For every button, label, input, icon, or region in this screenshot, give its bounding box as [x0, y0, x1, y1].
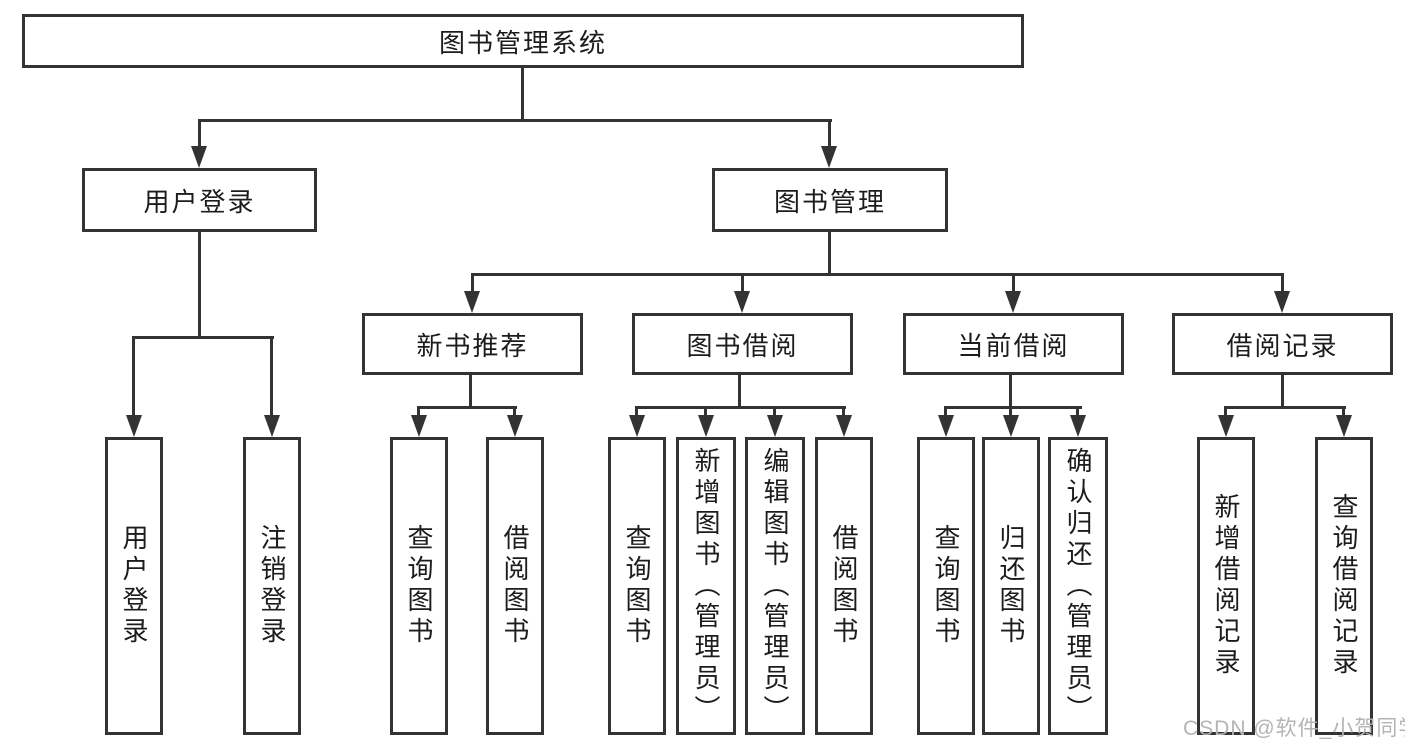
connector-stem-login-leaf2: [270, 336, 273, 417]
node-borrow-records: 借阅记录: [1172, 313, 1393, 375]
connector-mgmt-trunk: [828, 232, 831, 273]
leaf-rec-query-book: 查询图书: [390, 437, 448, 735]
node-current-borrow-label: 当前借阅: [957, 330, 1070, 361]
node-book-mgmt: 图书管理: [712, 168, 948, 232]
watermark: CSDN @软件_小贺同学: [1183, 717, 1405, 740]
arrowhead-icon: [126, 415, 142, 437]
connector-root-trunk: [521, 67, 524, 119]
connector-stem-bor-leaf4: [842, 406, 845, 417]
connector-mgmt-branch: [471, 273, 1284, 276]
leaf-bor-add-book-admin: 新增图书（管理员）: [676, 437, 736, 735]
connector-stem-borrow: [741, 273, 744, 293]
connector-borrow-branch: [635, 406, 846, 409]
connector-recommend-branch: [417, 406, 517, 409]
leaf-cur-query-book: 查询图书: [917, 437, 975, 735]
connector-stem-bor-leaf1: [635, 406, 638, 417]
connector-current-branch: [944, 406, 1082, 409]
connector-stem-login-leaf1: [132, 336, 135, 417]
leaf-rcd-add-record-label: 新增借阅记录: [1211, 493, 1241, 679]
connector-stem-recommend: [471, 273, 474, 293]
node-root: 图书管理系统: [22, 14, 1024, 68]
connector-stem-rcd-leaf2: [1342, 406, 1345, 417]
leaf-cur-confirm-return-admin: 确认归还（管理员）: [1048, 437, 1108, 735]
arrowhead-icon: [264, 415, 280, 437]
connector-login-branch: [132, 336, 274, 339]
connector-stem-rec-leaf1: [417, 406, 420, 417]
arrowhead-icon: [507, 415, 523, 437]
arrowhead-icon: [1070, 415, 1086, 437]
leaf-user-login-label: 用户登录: [119, 524, 149, 648]
connector-stem-cur-leaf2: [1009, 406, 1012, 417]
connector-records-trunk: [1281, 375, 1284, 406]
node-new-book-recommend-label: 新书推荐: [416, 330, 529, 361]
connector-recommend-trunk: [469, 375, 472, 406]
node-borrow-records-label: 借阅记录: [1226, 330, 1339, 361]
connector-stem-user-login: [198, 119, 201, 148]
arrowhead-icon: [629, 415, 645, 437]
leaf-rec-borrow-book-label: 借阅图书: [500, 524, 530, 648]
leaf-rcd-add-record: 新增借阅记录: [1197, 437, 1255, 735]
connector-root-branch: [198, 119, 832, 122]
connector-stem-bor-leaf3: [773, 406, 776, 417]
leaf-cur-query-book-label: 查询图书: [931, 524, 961, 648]
arrowhead-icon: [698, 415, 714, 437]
connector-stem-cur-leaf3: [1076, 406, 1079, 417]
connector-borrow-trunk: [738, 375, 741, 406]
arrowhead-icon: [836, 415, 852, 437]
node-book-borrow: 图书借阅: [632, 313, 853, 375]
connector-records-branch: [1224, 406, 1346, 409]
arrowhead-icon: [464, 291, 480, 313]
node-user-login: 用户登录: [82, 168, 317, 232]
arrowhead-icon: [1274, 291, 1290, 313]
node-new-book-recommend: 新书推荐: [362, 313, 583, 375]
arrowhead-icon: [821, 146, 837, 168]
connector-stem-book-mgmt: [828, 119, 831, 148]
leaf-bor-borrow-book-label: 借阅图书: [829, 524, 859, 648]
leaf-cur-return-book: 归还图书: [982, 437, 1040, 735]
connector-stem-bor-leaf2: [704, 406, 707, 417]
leaf-bor-query-book-label: 查询图书: [622, 524, 652, 648]
leaf-rcd-query-record: 查询借阅记录: [1315, 437, 1373, 735]
node-book-borrow-label: 图书借阅: [686, 330, 799, 361]
connector-stem-current: [1012, 273, 1015, 293]
arrowhead-icon: [411, 415, 427, 437]
arrowhead-icon: [1005, 291, 1021, 313]
arrowhead-icon: [1003, 415, 1019, 437]
leaf-rec-borrow-book: 借阅图书: [486, 437, 544, 735]
connector-stem-rec-leaf2: [513, 406, 516, 417]
connector-current-trunk: [1009, 375, 1012, 406]
node-root-label: 图书管理系统: [438, 27, 607, 58]
connector-stem-rcd-leaf1: [1224, 406, 1227, 417]
leaf-bor-borrow-book: 借阅图书: [815, 437, 873, 735]
arrowhead-icon: [1218, 415, 1234, 437]
leaf-rec-query-book-label: 查询图书: [404, 524, 434, 648]
node-book-mgmt-label: 图书管理: [773, 186, 886, 217]
leaf-logout: 注销登录: [243, 437, 301, 735]
arrowhead-icon: [1336, 415, 1352, 437]
leaf-bor-edit-book-admin-label: 编辑图书（管理员）: [760, 446, 790, 726]
arrowhead-icon: [767, 415, 783, 437]
arrowhead-icon: [191, 146, 207, 168]
leaf-bor-edit-book-admin: 编辑图书（管理员）: [745, 437, 805, 735]
leaf-logout-label: 注销登录: [257, 524, 287, 648]
leaf-bor-query-book: 查询图书: [608, 437, 666, 735]
leaf-user-login: 用户登录: [105, 437, 163, 735]
leaf-cur-confirm-return-admin-label: 确认归还（管理员）: [1063, 446, 1093, 726]
arrowhead-icon: [734, 291, 750, 313]
node-current-borrow: 当前借阅: [903, 313, 1124, 375]
connector-stem-records: [1281, 273, 1284, 293]
node-user-login-label: 用户登录: [143, 186, 256, 217]
connector-login-trunk: [198, 232, 201, 336]
leaf-bor-add-book-admin-label: 新增图书（管理员）: [691, 446, 721, 726]
arrowhead-icon: [938, 415, 954, 437]
leaf-rcd-query-record-label: 查询借阅记录: [1329, 493, 1359, 679]
leaf-cur-return-book-label: 归还图书: [996, 524, 1026, 648]
connector-stem-cur-leaf1: [944, 406, 947, 417]
